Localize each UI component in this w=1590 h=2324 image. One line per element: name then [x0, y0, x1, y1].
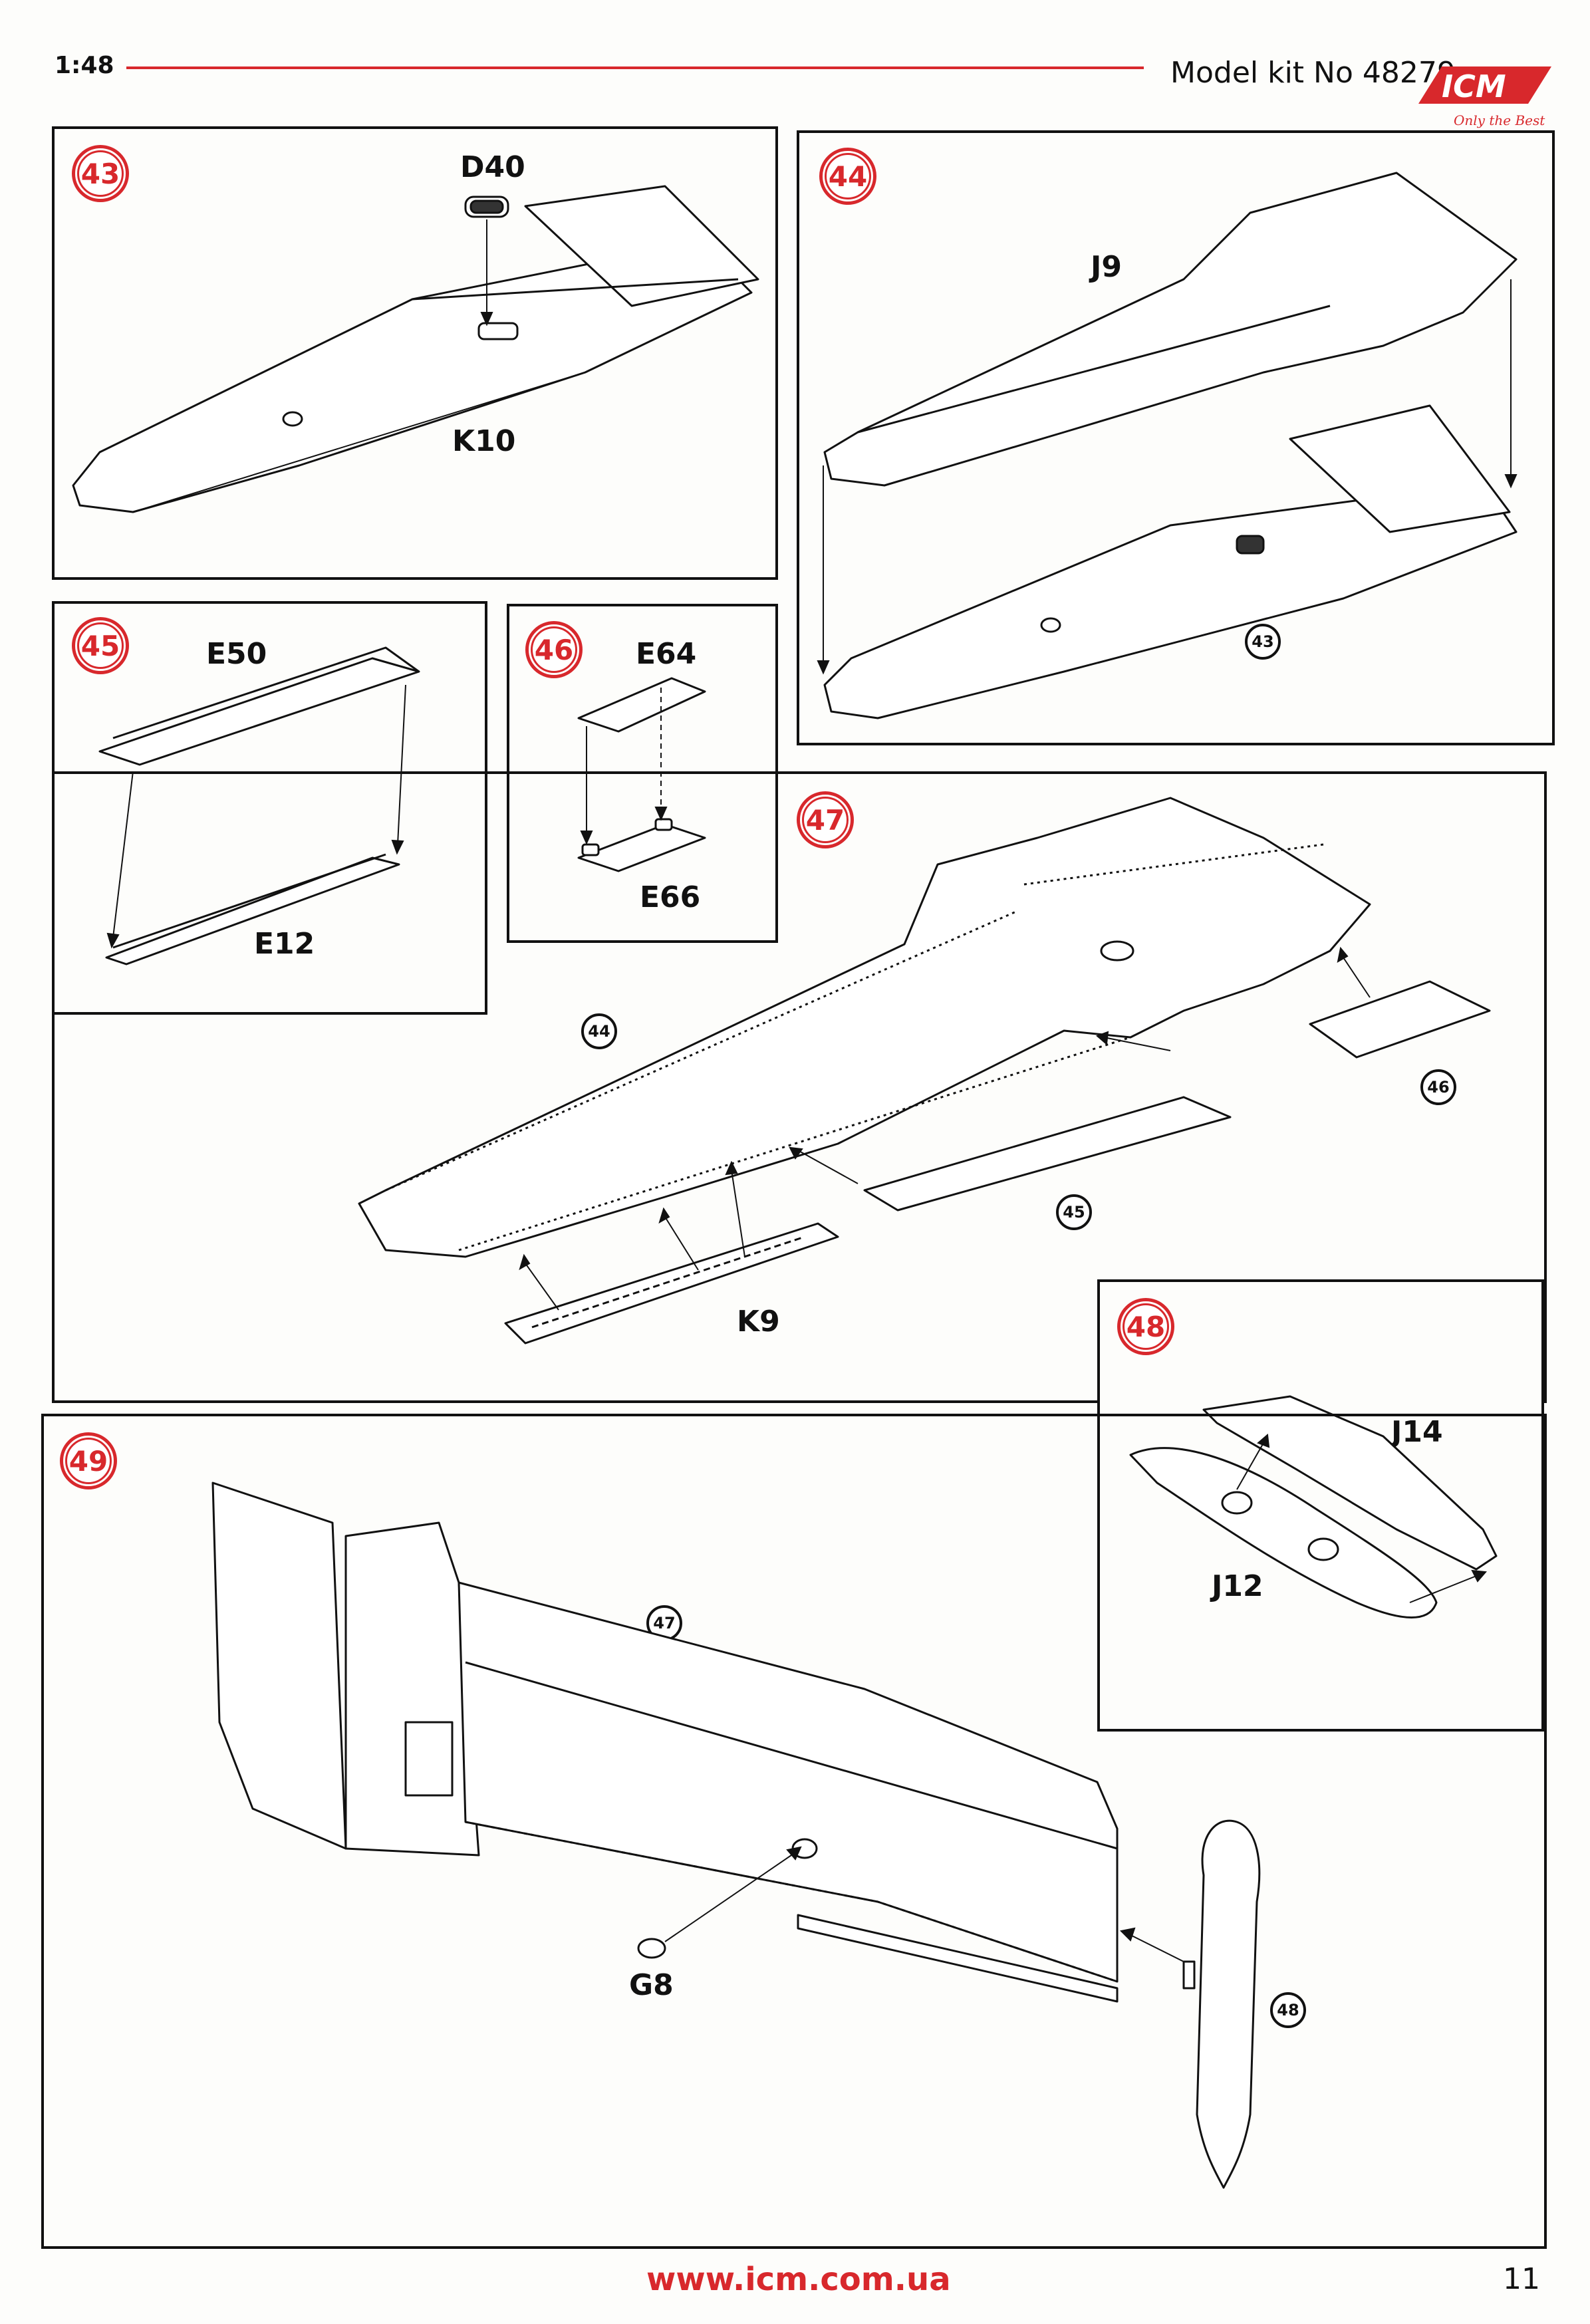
step-43-badge: 43	[72, 145, 129, 202]
part-e12-label: E12	[254, 927, 315, 961]
ref-step-44: 44	[581, 1013, 617, 1049]
part-e64-label: E64	[636, 637, 697, 671]
step-48-panel	[1097, 1279, 1544, 1732]
brand-tagline: Only the Best	[1454, 112, 1545, 128]
part-j9-label: J9	[1091, 250, 1122, 284]
part-k9-label: K9	[737, 1305, 780, 1339]
page-number: 11	[1503, 2262, 1540, 2296]
part-k10-label: K10	[452, 424, 516, 458]
step-47-panel	[52, 771, 1547, 1403]
step-47-badge: 47	[797, 791, 854, 848]
step-46-badge: 46	[525, 621, 583, 678]
scale-label: 1:48	[55, 52, 114, 79]
step-49-panel	[41, 1414, 1547, 2249]
part-g8-label: G8	[629, 1968, 674, 2002]
ref-step-48: 48	[1270, 1992, 1306, 2028]
ref-step-46: 46	[1420, 1069, 1456, 1105]
step-44-badge: 44	[819, 148, 876, 205]
step-49-badge: 49	[60, 1432, 117, 1489]
footer-url[interactable]: www.icm.com.ua	[646, 2261, 951, 2298]
ref-step-45: 45	[1056, 1194, 1092, 1230]
model-kit-number: Model kit No 48279	[1170, 56, 1456, 90]
step-45-badge: 45	[72, 617, 129, 674]
part-d40-label: D40	[460, 150, 525, 184]
part-j14-label: J14	[1391, 1415, 1443, 1449]
part-e50-label: E50	[206, 637, 267, 671]
step-48-badge: 48	[1117, 1298, 1174, 1355]
part-e66-label: E66	[640, 880, 701, 914]
part-j12-label: J12	[1212, 1569, 1263, 1603]
header-rule	[126, 66, 1144, 69]
brand-name: ICM	[1442, 68, 1506, 104]
ref-step-43: 43	[1245, 624, 1281, 660]
icm-logo: ICM Only the Best	[1415, 60, 1555, 133]
